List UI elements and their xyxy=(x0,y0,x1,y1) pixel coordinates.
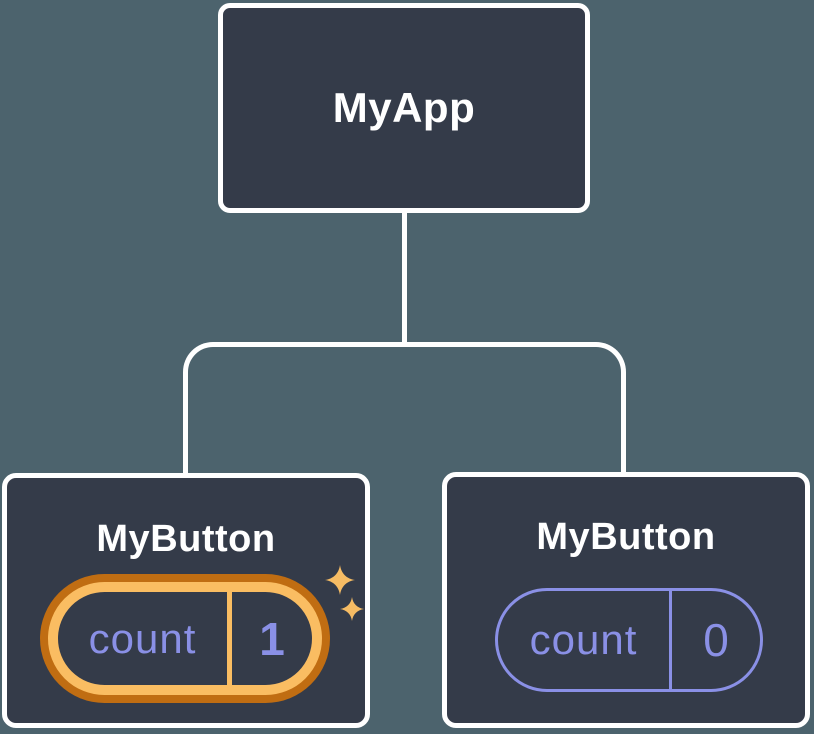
node-mybutton-normal: MyButton count 0 xyxy=(442,472,810,728)
state-pill: count 0 xyxy=(495,588,763,692)
state-pill-highlighted: count 1 xyxy=(48,582,322,695)
state-value: 0 xyxy=(703,614,729,666)
connector-root-stem xyxy=(402,212,407,342)
node-mybutton-highlighted: MyButton count 1 xyxy=(2,473,370,728)
state-name-label: count xyxy=(529,616,638,663)
node-mybutton-label: MyButton xyxy=(96,518,276,560)
connector-branch-bracket xyxy=(183,342,626,473)
state-name-label: count xyxy=(88,614,197,662)
pill-divider xyxy=(669,591,672,689)
sparkle-icon-large xyxy=(325,565,355,595)
node-myapp: MyApp xyxy=(218,3,590,213)
state-value: 1 xyxy=(259,612,285,665)
sparkle-icon-small xyxy=(340,597,364,621)
node-mybutton-label: MyButton xyxy=(536,516,716,558)
node-myapp-label: MyApp xyxy=(332,84,476,131)
pill-divider xyxy=(227,592,232,685)
